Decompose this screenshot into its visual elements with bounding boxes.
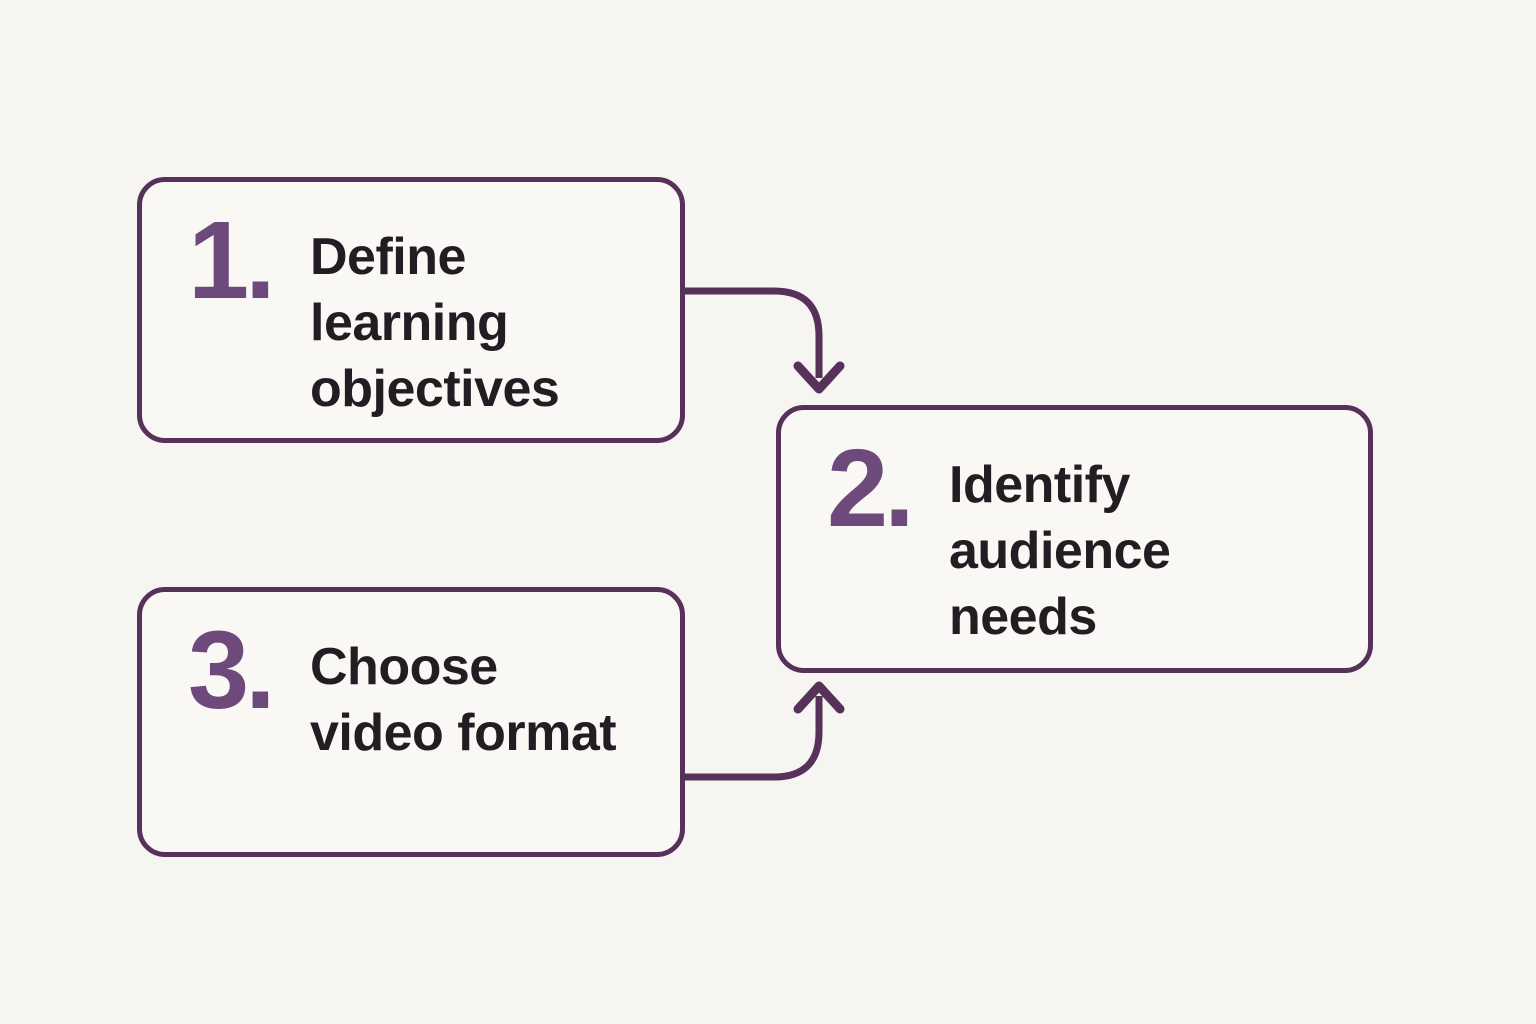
step-box-define-learning-objectives: 1. Define learning objectives	[137, 177, 685, 443]
step-box-choose-video-format: 3. Choose video format	[137, 587, 685, 857]
step-label-2: Identify audience needs	[949, 456, 1171, 646]
step-number-1: 1.	[188, 199, 276, 322]
step-number-2: 2.	[827, 427, 915, 550]
arrow-step3-to-step2-icon	[685, 681, 845, 781]
step-box-identify-audience-needs: 2. Identify audience needs	[776, 405, 1373, 673]
step-label-3: Choose video format	[310, 638, 617, 762]
step-number-3: 3.	[188, 609, 276, 732]
arrow-step1-to-step2-icon	[685, 287, 845, 394]
step-label-1: Define learning objectives	[310, 228, 560, 418]
